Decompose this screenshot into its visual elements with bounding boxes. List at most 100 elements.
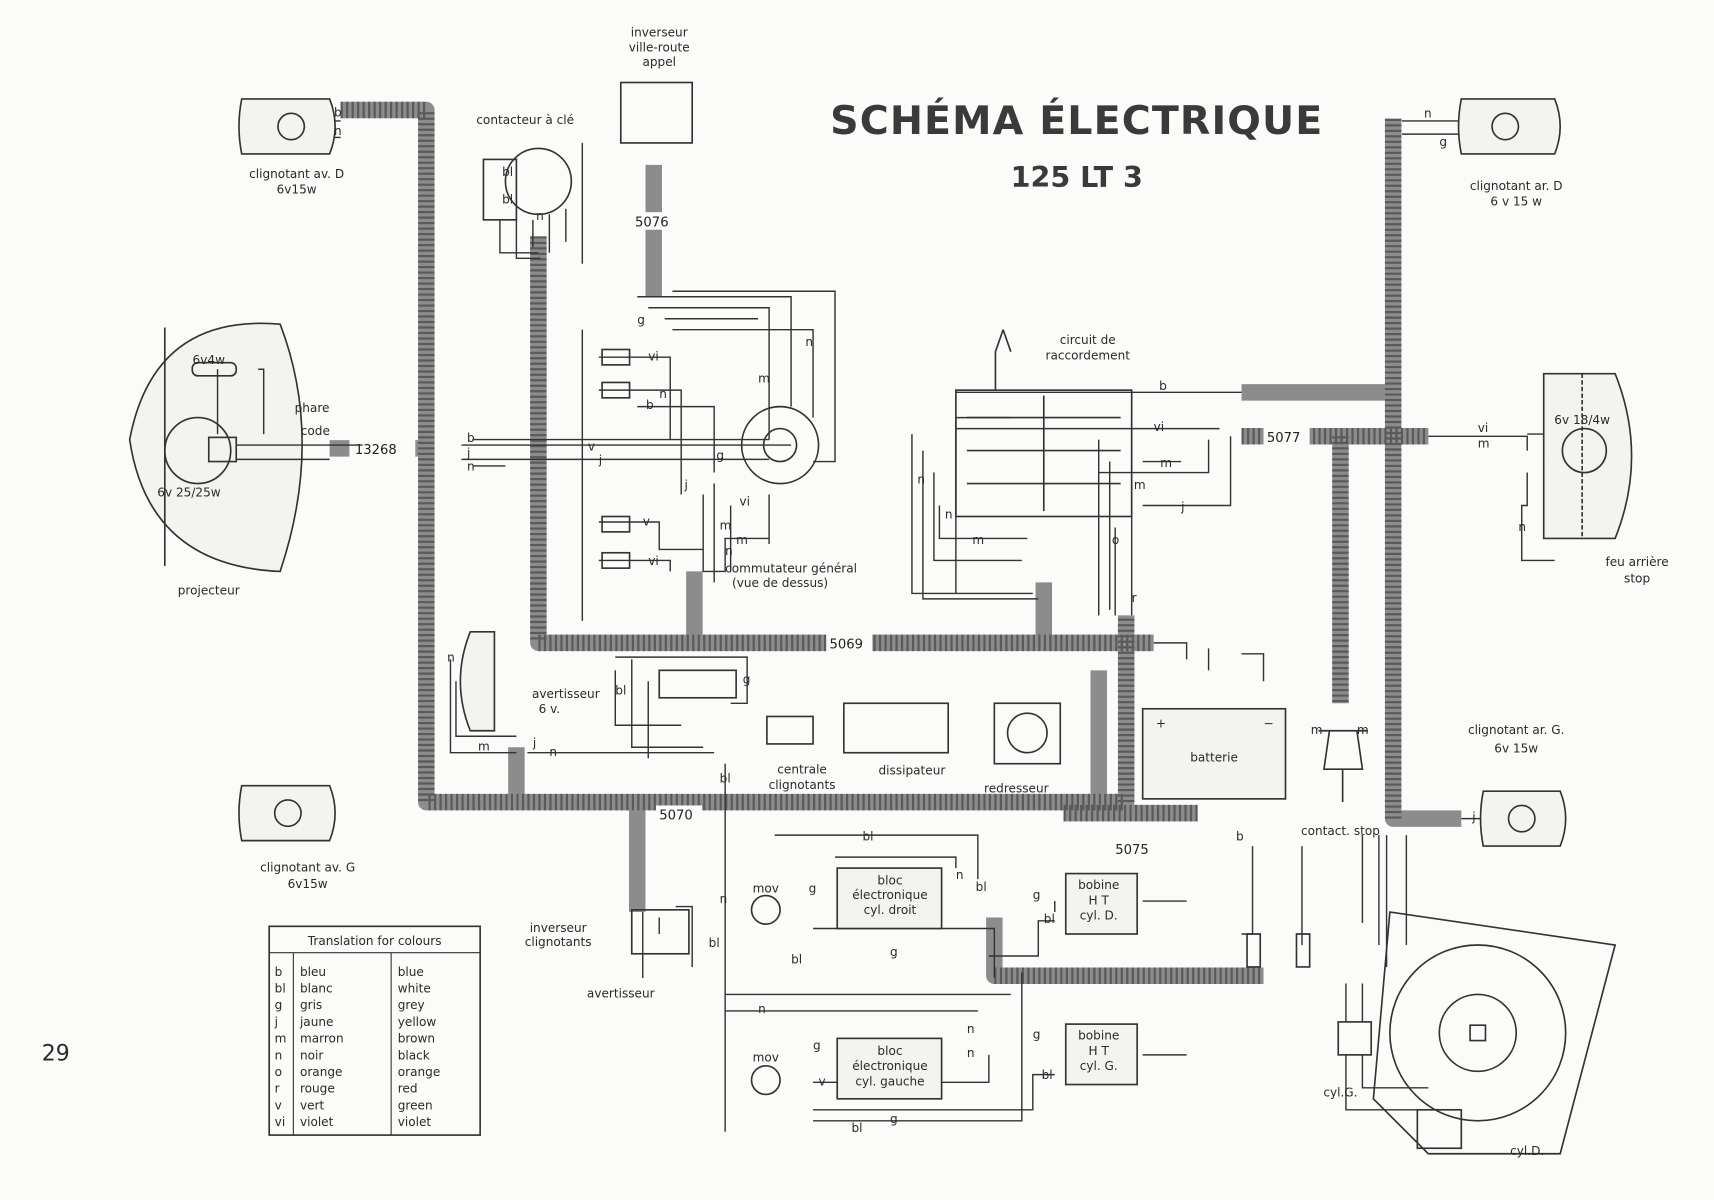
heat-sink: dissipateur xyxy=(842,702,950,778)
svg-text:6v15w: 6v15w xyxy=(277,182,317,196)
harness-number-labels: 13268 5076 5077 5069 5070 5075 xyxy=(349,212,1310,858)
connector-block xyxy=(658,669,737,699)
legend-code: n xyxy=(275,1048,283,1062)
front-right-indicator: clignotant av. D 6v15w xyxy=(238,98,344,196)
legend-en: white xyxy=(398,981,431,995)
svg-text:clignotant av. G: clignotant av. G xyxy=(260,860,355,874)
wire-label: bl xyxy=(791,953,802,967)
svg-text:cyl.G.: cyl.G. xyxy=(1323,1086,1357,1100)
wire-label: j xyxy=(532,736,536,750)
headlamp: 6v4w phare code 6v 25/25w projecteur xyxy=(128,322,330,598)
svg-text:cyl. droit: cyl. droit xyxy=(864,903,917,917)
svg-text:clignotant ar. D: clignotant ar. D xyxy=(1470,179,1563,193)
wire-label: bl xyxy=(852,1121,863,1135)
legend-fr: blanc xyxy=(300,981,333,995)
legend-en: green xyxy=(398,1098,433,1112)
main-switch: commutateur général (vue de dessus) xyxy=(601,348,857,590)
legend-en: yellow xyxy=(398,1015,437,1029)
wires xyxy=(318,120,1555,1132)
wire-label: m xyxy=(972,533,984,547)
wire-label: bl xyxy=(1042,1068,1053,1082)
wire-label: bl xyxy=(862,830,873,844)
wire-label: vi xyxy=(739,495,750,509)
wire-label: n xyxy=(447,651,455,665)
svg-text:phare: phare xyxy=(295,401,330,415)
svg-text:centrale: centrale xyxy=(777,763,827,777)
svg-text:6v15w: 6v15w xyxy=(288,877,328,891)
svg-text:bobine: bobine xyxy=(1078,1028,1119,1042)
wire-label: n xyxy=(725,544,733,558)
wire-label: n xyxy=(467,459,475,473)
wire-label: v xyxy=(643,514,650,528)
wire-label: j xyxy=(1180,500,1184,514)
wire-label: n xyxy=(659,387,667,401)
wire-label: bl xyxy=(709,936,720,950)
legend-fr: gris xyxy=(300,998,322,1012)
wire-label: bl xyxy=(1044,912,1055,926)
harness-number: 5075 xyxy=(1115,843,1149,858)
alternator: cyl.G. cyl.D. xyxy=(1323,911,1617,1158)
page-number: 29 xyxy=(42,1041,70,1066)
legend-title: Translation for colours xyxy=(307,934,442,948)
ignition-module-left: mov bloc électronique cyl. gauche xyxy=(750,1037,943,1100)
legend-code: b xyxy=(275,965,283,979)
wire-label: m xyxy=(1134,478,1146,492)
svg-text:électronique: électronique xyxy=(852,888,927,902)
spark-plug-caps xyxy=(1246,933,1311,968)
legend-en: blue xyxy=(398,965,424,979)
svg-text:contacteur à clé: contacteur à clé xyxy=(476,113,574,127)
wire-label: n xyxy=(1518,520,1526,534)
legend-code: m xyxy=(275,1032,287,1046)
svg-text:(vue de dessus): (vue de dessus) xyxy=(732,576,828,590)
battery: +− batterie xyxy=(1141,707,1287,800)
ignition-coil-left: bobine H T cyl. G. xyxy=(1064,1023,1138,1086)
rectifier: redresseur xyxy=(984,702,1062,795)
wire-label: bl xyxy=(976,880,987,894)
wire-label: g xyxy=(743,673,751,687)
wire-label: g xyxy=(890,1112,898,1126)
svg-text:clignotants: clignotants xyxy=(525,935,592,949)
wire-label: vi xyxy=(648,554,659,568)
svg-text:6v 25/25w: 6v 25/25w xyxy=(157,486,220,500)
legend-fr: marron xyxy=(300,1032,344,1046)
battery-negative-icon: − xyxy=(1264,716,1274,730)
diagram-subtitle: 125 LT 3 xyxy=(1011,160,1143,194)
diagram-title: SCHÉMA ÉLECTRIQUE xyxy=(830,97,1323,144)
svg-text:mov: mov xyxy=(753,881,779,895)
horn: avertisseur 6 v. xyxy=(459,631,600,732)
wire-label: n xyxy=(967,1022,975,1036)
wire-label: b xyxy=(1159,379,1167,393)
wire-label: j xyxy=(1471,810,1475,824)
wire-label: g xyxy=(1033,888,1041,902)
svg-text:stop: stop xyxy=(1624,571,1650,585)
legend-en: brown xyxy=(398,1032,435,1046)
legend-en: black xyxy=(398,1048,430,1062)
legend-code: vi xyxy=(275,1115,286,1129)
wire-label: n xyxy=(967,1046,975,1060)
wire-label: j xyxy=(598,453,602,467)
legend-code: r xyxy=(275,1082,280,1096)
front-left-indicator: clignotant av. G 6v15w xyxy=(238,784,355,891)
legend-en: grey xyxy=(398,998,425,1012)
wire-label: g xyxy=(813,1038,821,1052)
svg-text:6v 15w: 6v 15w xyxy=(1494,742,1538,756)
wire-label: n xyxy=(917,473,925,487)
indicator-switch: inverseur clignotants avertisseur xyxy=(525,909,690,1001)
wire-label: bl xyxy=(502,192,513,206)
legend-en: violet xyxy=(398,1115,432,1129)
wire-label: vi xyxy=(1154,420,1165,434)
svg-text:clignotants: clignotants xyxy=(769,778,836,792)
svg-text:6 v.: 6 v. xyxy=(539,702,561,716)
svg-text:électronique: électronique xyxy=(852,1059,927,1073)
svg-text:avertisseur: avertisseur xyxy=(532,687,600,701)
wire-color-labels: b n bl bl n b j n v j vi g m n g b vi n … xyxy=(334,106,1526,1135)
legend-en: red xyxy=(398,1082,418,1096)
stop-switch: contact. stop xyxy=(1301,729,1380,838)
svg-text:inverseur: inverseur xyxy=(631,25,688,39)
wire-label: g xyxy=(716,448,724,462)
svg-text:bloc: bloc xyxy=(877,874,902,888)
legend-fr: bleu xyxy=(300,965,326,979)
tail-stop-light: 6v 18/4w feu arrière stop xyxy=(1542,372,1669,585)
svg-text:circuit de: circuit de xyxy=(1060,333,1116,347)
